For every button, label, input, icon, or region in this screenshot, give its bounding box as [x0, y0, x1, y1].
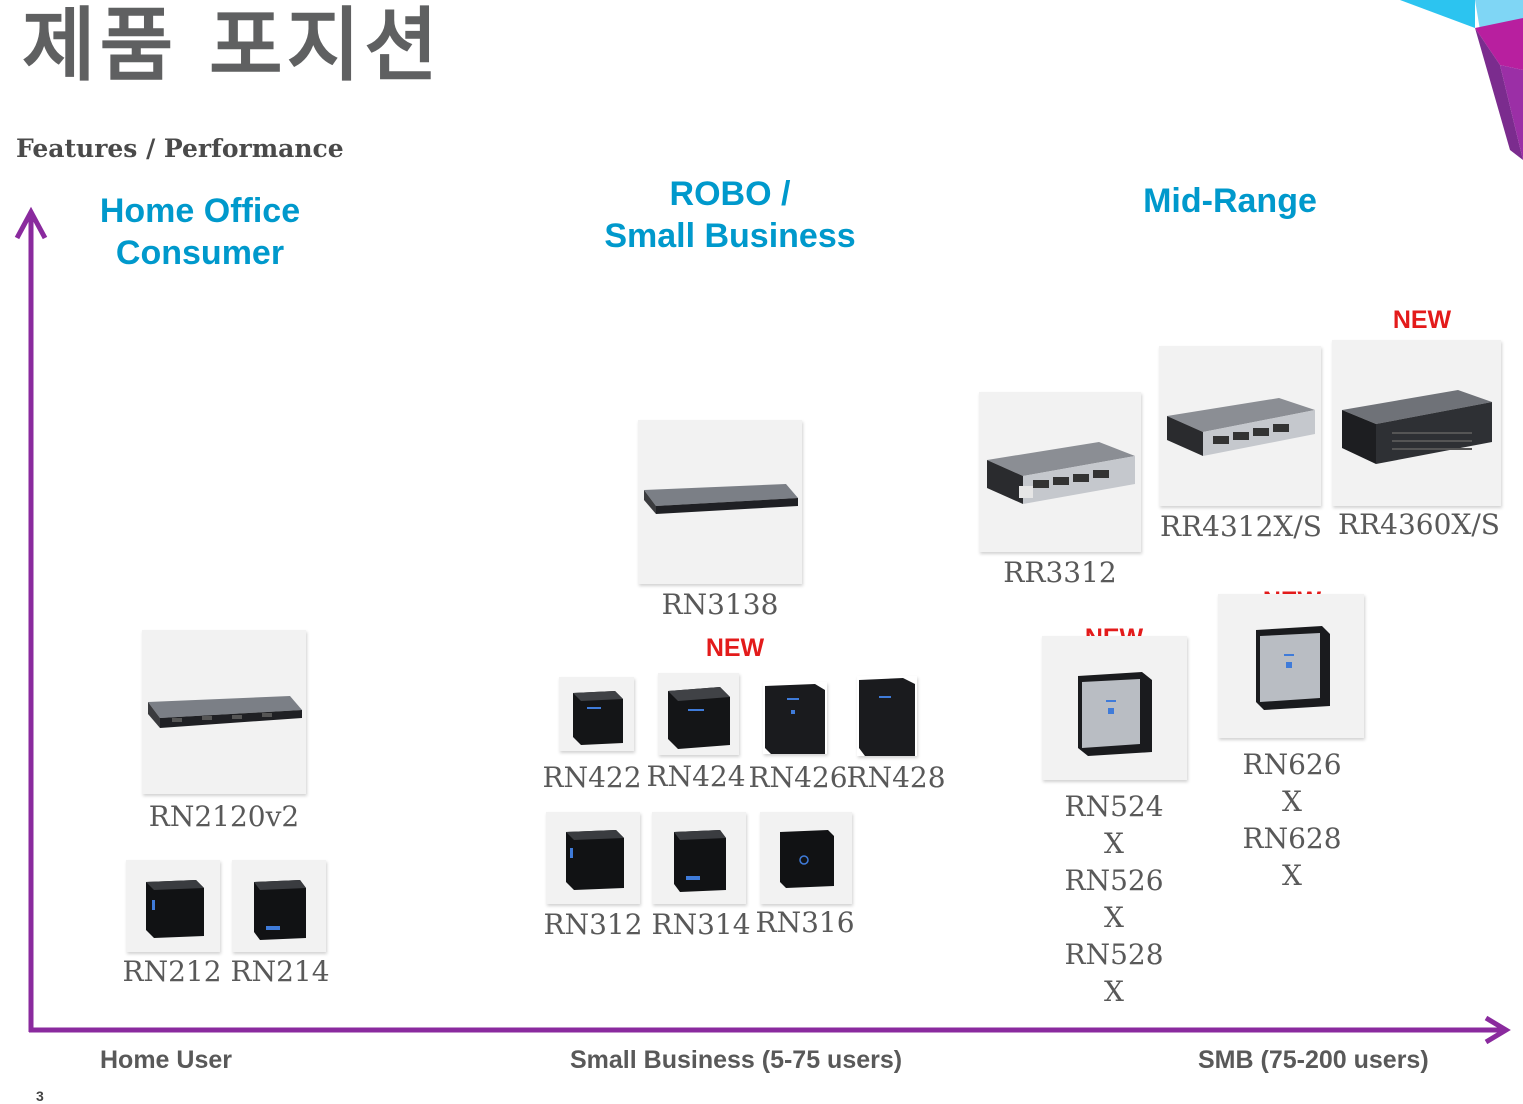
rack-server-icon [148, 696, 302, 728]
product-image-rn214 [232, 860, 326, 952]
segment-robo: ROBO / Small Business [580, 173, 880, 257]
desktop-nas-icon [674, 830, 726, 892]
rack-server-icon [987, 442, 1135, 504]
x-axis-label-smb: SMB (75-200 users) [1198, 1046, 1429, 1074]
desktop-nas-icon [668, 687, 730, 749]
silver-nas-icon [1256, 626, 1330, 710]
desktop-nas-icon [254, 880, 306, 940]
rack-server-icon [1342, 390, 1492, 464]
product-image-rn312 [546, 812, 640, 904]
model-list-rn62x: RN626 X RN628 X [1232, 746, 1352, 894]
model-separator: X [1282, 859, 1302, 892]
model-label-rn428: RN428 [846, 761, 946, 794]
desktop-nas-icon [566, 830, 624, 890]
rack-server-icon [1167, 398, 1315, 456]
page-title: 제품 포지션 [22, 0, 442, 92]
segment-home: Home Office Consumer [60, 190, 340, 274]
product-image-rn426 [763, 682, 827, 754]
segment-robo-line1: ROBO / [669, 175, 791, 213]
rack-server-icon [644, 484, 798, 514]
product-image-rn2120v2 [142, 630, 306, 794]
segment-home-line2: Consumer [115, 234, 285, 272]
segment-mid: Mid-Range [1143, 182, 1317, 220]
page-number: 3 [36, 1088, 44, 1104]
product-image-rn314 [652, 812, 746, 904]
model-separator: X [1104, 975, 1124, 1008]
model-separator: X [1282, 785, 1302, 818]
model-label-rn314: RN314 [651, 908, 751, 941]
product-image-rn428 [857, 676, 917, 756]
model-label-rn528: RN528 [1064, 938, 1164, 971]
new-badge-robo: NEW [705, 634, 765, 662]
model-label-rn626: RN626 [1242, 748, 1342, 781]
x-axis-label-home-user: Home User [100, 1046, 232, 1074]
axis-subtitle: Features / Performance [16, 134, 344, 163]
model-label-rn3138: RN3138 [661, 588, 779, 621]
model-label-rn312: RN312 [543, 908, 643, 941]
product-image-rn3138 [638, 420, 802, 584]
segment-robo-line2: Small Business [604, 217, 856, 255]
product-image-rn212 [126, 860, 220, 952]
desktop-nas-icon [780, 830, 834, 888]
product-image-rr4360 [1332, 340, 1501, 506]
model-label-rn524: RN524 [1064, 790, 1164, 823]
product-image-rn62x [1218, 594, 1364, 738]
model-label-rn426: RN426 [748, 761, 848, 794]
desktop-nas-icon [573, 691, 623, 745]
desktop-nas-icon [146, 880, 204, 938]
product-image-rn316 [760, 812, 852, 904]
model-label-rr4360: RR4360X/S [1338, 508, 1500, 541]
model-label-rn212: RN212 [122, 955, 222, 988]
model-label-rn424: RN424 [646, 760, 746, 793]
product-image-rr4312 [1159, 346, 1321, 506]
product-image-rr3312 [979, 392, 1141, 552]
model-separator: X [1104, 901, 1124, 934]
model-label-rn2120v2: RN2120v2 [148, 800, 300, 833]
segment-home-line1: Home Office [99, 192, 301, 230]
model-label-rn628: RN628 [1242, 822, 1342, 855]
product-image-rn52x [1042, 636, 1187, 780]
product-image-rn424 [658, 673, 739, 755]
model-label-rn214: RN214 [230, 955, 330, 988]
model-label-rr3312: RR3312 [1003, 556, 1117, 589]
desktop-nas-icon [859, 678, 915, 756]
model-list-rn52x: RN524 X RN526 X RN528 X [1054, 788, 1174, 1010]
x-axis-label-small-business: Small Business (5-75 users) [570, 1046, 903, 1074]
model-label-rn316: RN316 [755, 906, 855, 939]
model-label-rn422: RN422 [542, 761, 642, 794]
silver-nas-icon [1078, 672, 1152, 756]
model-label-rn526: RN526 [1064, 864, 1164, 897]
model-label-rr4312: RR4312X/S [1160, 510, 1322, 543]
product-image-rn422 [559, 677, 634, 751]
corner-decoration [1400, 0, 1523, 160]
desktop-nas-icon [765, 684, 825, 754]
model-separator: X [1104, 827, 1124, 860]
new-badge-rr4360: NEW [1392, 306, 1452, 334]
